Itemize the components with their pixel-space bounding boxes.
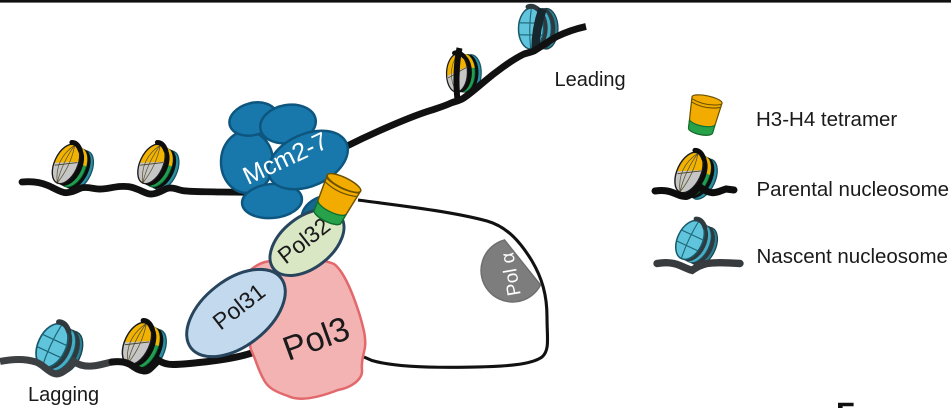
svg-text:H3-H4 tetramer: H3-H4 tetramer <box>756 108 897 131</box>
svg-text:Parental nucleosome: Parental nucleosome <box>757 178 950 201</box>
svg-text:Leading: Leading <box>555 69 626 91</box>
svg-text:Nascent nucleosome: Nascent nucleosome <box>757 245 948 268</box>
svg-text:Lagging: Lagging <box>28 384 99 406</box>
